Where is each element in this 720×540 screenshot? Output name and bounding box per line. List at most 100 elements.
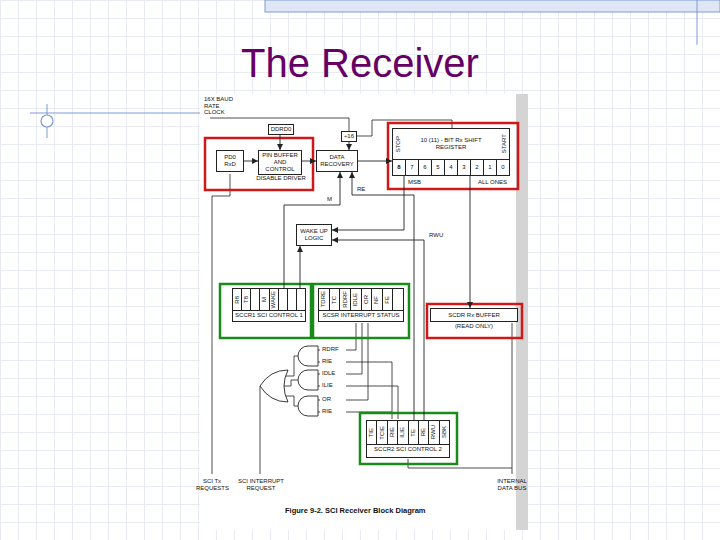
register-box: DDRD0 [268,124,294,135]
bit-number: 8 [397,164,400,171]
signal-connector [244,161,258,162]
bit-cell: NF [371,289,382,310]
frame-bit: STOP [395,136,402,152]
signal-connector [300,246,301,288]
box-text: ÷16 [344,133,354,140]
control-register: TIETCIERIEILIETERERWUSBKSCCR2 SCI CONTRO… [366,420,450,458]
pin-box: PD0 RxD [216,150,244,172]
bit-name: RIE [389,427,396,437]
bit-cell: 8 [393,160,405,175]
register-name: SCCR2 SCI CONTROL 2 [367,445,449,454]
register-name: SCDR Rx BUFFER [448,312,500,319]
bit-cell [278,289,287,310]
bit-cell: 0 [496,160,509,175]
bit-name: RE [420,428,427,436]
bit-name: RWU [430,425,437,439]
slide-title: The Receiver [180,40,540,86]
or-gate [260,370,288,402]
wire [346,323,362,374]
shift-register: STOP10 (11) - BIT Rx SHIFT REGISTERSTART… [392,128,510,176]
signal-label: ILIE [322,382,346,389]
deco-circle [41,115,53,127]
signal-connector [470,176,471,308]
register-note: (READ ONLY) [431,323,517,330]
output-label: SCI Tx REQUESTS [196,478,228,491]
bit-name: ILIE [399,427,406,438]
side-cell: STOP [393,129,403,159]
divider-box: ÷16 [341,131,357,142]
signal-connector [302,161,316,162]
box-text: PIN BUFFER AND CONTROL [261,152,299,173]
bit-number: 6 [423,164,426,171]
frame-bit: START [501,134,508,153]
bit-name: R8 [234,296,241,304]
clock-label: 16X BAUD RATE CLOCK [204,96,240,116]
deco-line [697,0,698,45]
bit-cell [392,289,403,310]
bit-name: NF [373,296,380,304]
bit-row: R8T8 MWAKE [233,289,305,311]
bit-number: 4 [449,164,452,171]
bit-cell [250,289,259,310]
side-cell: START [499,129,509,159]
bit-cell: 3 [457,160,470,175]
bit-cell: FE [382,289,393,310]
wire [212,196,213,474]
bit-cell: IDLE [350,289,361,310]
bit-number: 1 [488,164,491,171]
signal-connector [332,240,424,420]
bit-name: TDRE [320,291,327,307]
signal-label: IDLE [322,370,346,377]
bit-cell: RIE [387,421,397,444]
bit-name: T8 [243,296,250,303]
bit-cell: RE [418,421,428,444]
bit-cell: TIE [367,421,376,444]
signal-connector [332,176,404,230]
bit-name: M [261,297,268,302]
wire [512,323,513,474]
status-register: TDRETCRDRFIDLEORNFFESCSR INTERRUPT STATU… [318,288,404,322]
bit-cell: RWU [428,421,438,444]
signal-label: OR [322,396,346,403]
bit-name: FE [384,296,391,304]
wires [210,118,512,474]
bit-name: TIE [368,428,375,437]
signal-connector [280,135,281,150]
signal-label: RIE [322,358,346,365]
green-highlight [360,413,457,464]
bit-label: MSB [408,179,428,186]
figure-caption: Figure 9-2. SCI Receiver Block Diagram [285,506,425,515]
signal-connector [284,172,340,288]
bit-cell: ILIE [397,421,407,444]
signal-connector [358,161,392,162]
bit-cell: M [259,289,268,310]
signal-label: M [326,196,333,203]
bit-name: IDLE [352,293,359,306]
bit-label: ALL ONES [478,179,514,186]
bit-cell: SBK [439,421,449,444]
control-register: R8T8MWAKESCCR1 SCI CONTROL 1 [232,288,306,322]
bit-cell: OR [361,289,372,310]
shift-title-cell: 10 (11) - BIT Rx SHIFT REGISTER [403,129,499,159]
bit-cell: 2 [470,160,483,175]
box-text: WAKE UP LOGIC [299,228,329,242]
bit-name: WAKE [270,291,277,308]
register-name: SCSR INTERRUPT STATUS [319,311,403,320]
bit-cell: 6 [418,160,431,175]
logic-box: WAKE UP LOGIC [296,224,332,246]
bit-cell: TE [408,421,418,444]
signal-label: RWU [428,232,444,239]
bus-label: INTERNAL DATA BUS [492,478,532,491]
wire [212,174,230,196]
bit-cell: WAKE [269,289,278,310]
bit-cell: R8 [233,289,241,310]
bit-cell: TDRE [319,289,329,310]
and-gate [298,370,318,390]
top-bar [265,0,720,12]
data-register: SCDR Rx BUFFER(READ ONLY) [430,308,518,322]
signal-label: DISABLE DRIVER [254,175,308,182]
green-highlight [220,284,311,338]
red-highlight [427,304,522,338]
bit-number: 3 [462,164,465,171]
bit-number: 5 [436,164,439,171]
